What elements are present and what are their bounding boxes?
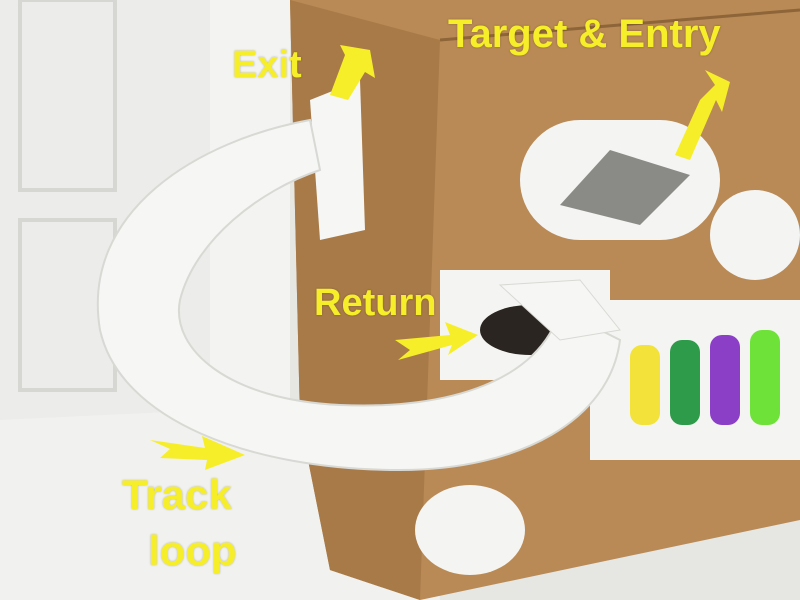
door-panel [18,0,117,192]
exit-mount [310,80,365,240]
target-entry-label: Target & Entry [448,12,721,56]
exit-label: Exit [232,44,302,86]
return-chute [498,279,621,341]
target-entry-arrow [675,70,730,160]
xylophone-key [630,345,660,425]
xylophone-key [710,335,740,425]
lower-hole [415,485,525,575]
round-hole [710,190,800,280]
box-edge [439,8,800,42]
diamond-opening [560,150,690,225]
track-loop-arrow [150,436,245,470]
track-loop [97,118,622,472]
exit-arrow [330,45,375,100]
return-arrow [395,322,478,360]
track-loop-label-line2: loop [148,527,237,574]
return-label: Return [314,282,437,324]
xylophone-key [750,330,780,425]
xylophone-key [670,340,700,425]
track-loop-label-line1: Track [122,471,232,518]
